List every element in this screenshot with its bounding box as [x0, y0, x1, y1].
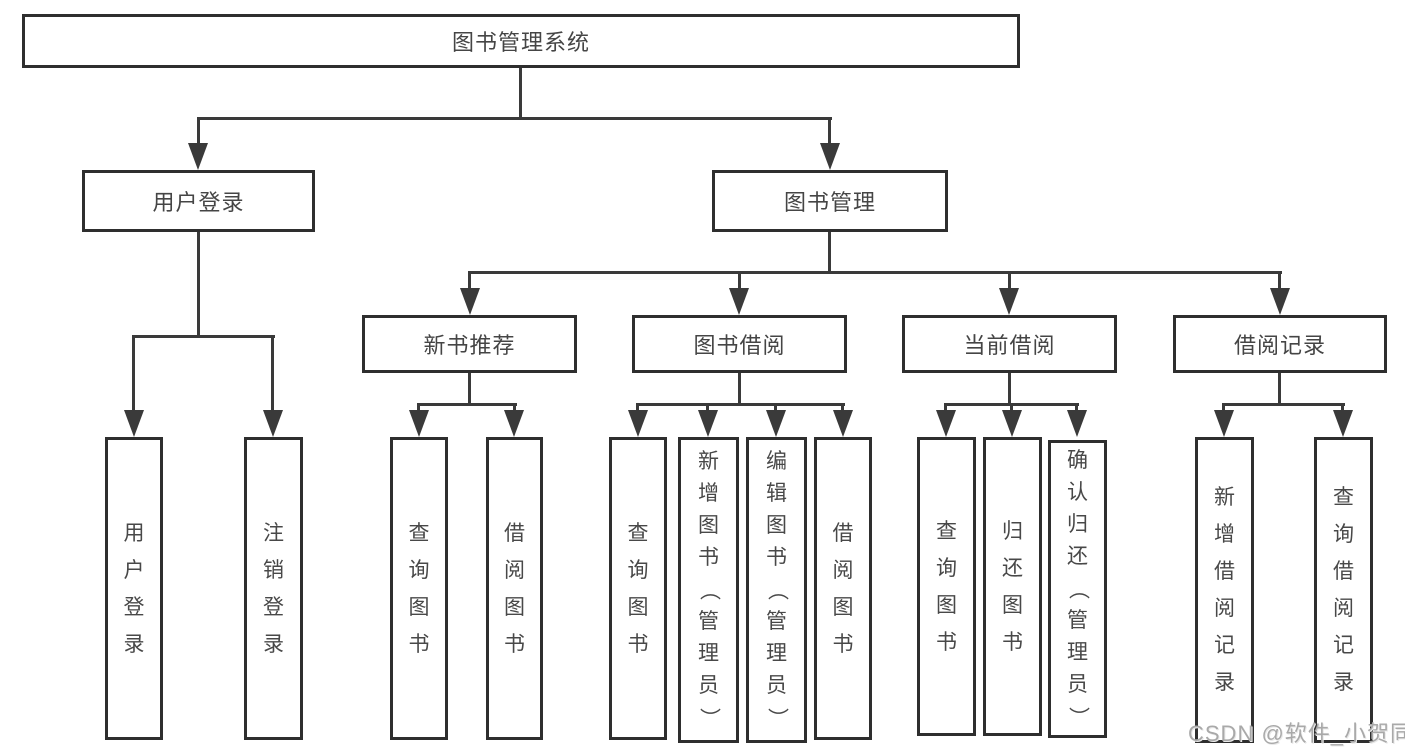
- node-label: 图书借阅: [693, 333, 786, 358]
- connector-line: [519, 68, 522, 117]
- leaf-query-books-1: 查询图书: [390, 437, 448, 740]
- leaf-logout: 注销登录: [244, 437, 303, 740]
- connector-line: [132, 335, 135, 411]
- arrowhead-down: [409, 410, 429, 437]
- arrowhead-down: [999, 288, 1019, 315]
- connector-line: [828, 117, 831, 144]
- leaf-confirm-return-admin: 确认归还（管理员）: [1048, 440, 1107, 738]
- leaf-label: 借阅图书: [832, 521, 854, 656]
- leaf-label: 确认归还（管理员）: [1066, 449, 1090, 728]
- leaf-label: 注销登录: [263, 521, 284, 656]
- connector-line: [1222, 403, 1225, 412]
- arrowhead-down: [124, 410, 144, 437]
- arrowhead-down: [504, 410, 524, 437]
- arrowhead-down: [936, 410, 956, 437]
- arrowhead-down: [188, 143, 208, 170]
- connector-line: [132, 335, 275, 338]
- node-label: 用户登录: [152, 190, 245, 215]
- arrowhead-down: [766, 410, 786, 437]
- node-book-management-system: 图书管理系统: [22, 14, 1020, 68]
- leaf-label: 查询借阅记录: [1333, 486, 1354, 694]
- node-label: 图书管理系统: [451, 30, 590, 55]
- leaf-label: 借阅图书: [504, 521, 525, 656]
- leaf-label: 用户登录: [123, 521, 145, 656]
- arrowhead-down: [820, 143, 840, 170]
- connector-line: [468, 373, 471, 406]
- leaf-label: 新增借阅记录: [1214, 486, 1235, 694]
- leaf-return-books: 归还图书: [983, 437, 1042, 736]
- node-label: 图书管理: [783, 190, 876, 215]
- connector-line: [468, 271, 1282, 274]
- leaf-query-books-3: 查询图书: [917, 437, 976, 736]
- leaf-label: 查询图书: [408, 521, 430, 656]
- leaf-user-login: 用户登录: [105, 437, 163, 740]
- arrowhead-down: [1067, 410, 1087, 437]
- connector-line: [636, 403, 639, 412]
- connector-line: [944, 403, 947, 412]
- arrowhead-down: [628, 410, 648, 437]
- connector-line: [1222, 403, 1345, 406]
- leaf-query-borrow-record: 查询借阅记录: [1314, 437, 1373, 743]
- connector-line: [636, 403, 845, 406]
- leaf-query-books-2: 查询图书: [609, 437, 667, 740]
- node-label: 借阅记录: [1233, 333, 1326, 358]
- connector-line: [417, 403, 517, 406]
- connector-line: [1008, 373, 1011, 406]
- leaf-label: 查询图书: [936, 519, 957, 654]
- connector-line: [197, 117, 832, 120]
- leaf-add-borrow-record: 新增借阅记录: [1195, 437, 1254, 743]
- arrowhead-down: [698, 410, 718, 437]
- node-book-borrowing: 图书借阅: [632, 315, 847, 373]
- arrowhead-down: [729, 288, 749, 315]
- connector-line: [271, 335, 274, 411]
- connector-line: [1010, 403, 1013, 412]
- node-user-login: 用户登录: [82, 170, 315, 232]
- node-book-management: 图书管理: [712, 170, 948, 232]
- connector-line: [738, 271, 741, 288]
- connector-line: [1008, 271, 1011, 288]
- connector-line: [1341, 403, 1344, 412]
- node-label: 当前借阅: [963, 333, 1056, 358]
- connector-line: [1075, 403, 1078, 412]
- node-new-book-recommendation: 新书推荐: [362, 315, 577, 373]
- connector-line: [197, 117, 200, 144]
- leaf-edit-books-admin: 编辑图书（管理员）: [746, 437, 807, 743]
- connector-line: [1278, 271, 1281, 288]
- arrowhead-down: [1333, 410, 1353, 437]
- leaf-label: 查询图书: [627, 521, 649, 656]
- connector-line: [197, 232, 200, 335]
- connector-line: [417, 403, 420, 412]
- node-borrowing-records: 借阅记录: [1173, 315, 1387, 373]
- leaf-borrow-books-1: 借阅图书: [486, 437, 543, 740]
- connector-line: [774, 403, 777, 412]
- connector-line: [468, 271, 471, 288]
- arrowhead-down: [263, 410, 283, 437]
- leaf-label: 归还图书: [1002, 519, 1023, 654]
- connector-line: [706, 403, 709, 412]
- leaf-borrow-books-2: 借阅图书: [814, 437, 872, 740]
- leaf-label: 新增图书（管理员）: [697, 450, 721, 729]
- connector-line: [841, 403, 844, 412]
- arrowhead-down: [460, 288, 480, 315]
- leaf-add-books-admin: 新增图书（管理员）: [678, 437, 739, 743]
- node-label: 新书推荐: [423, 333, 516, 358]
- arrowhead-down: [1214, 410, 1234, 437]
- arrowhead-down: [833, 410, 853, 437]
- leaf-label: 编辑图书（管理员）: [765, 450, 789, 729]
- connector-line: [738, 373, 741, 406]
- arrowhead-down: [1270, 288, 1290, 315]
- connector-line: [828, 232, 831, 273]
- connector-line: [1278, 373, 1281, 406]
- node-current-borrowing: 当前借阅: [902, 315, 1117, 373]
- arrowhead-down: [1002, 410, 1022, 437]
- connector-line: [513, 403, 516, 412]
- csdn-watermark: CSDN @软件_小贺同学: [1188, 721, 1405, 746]
